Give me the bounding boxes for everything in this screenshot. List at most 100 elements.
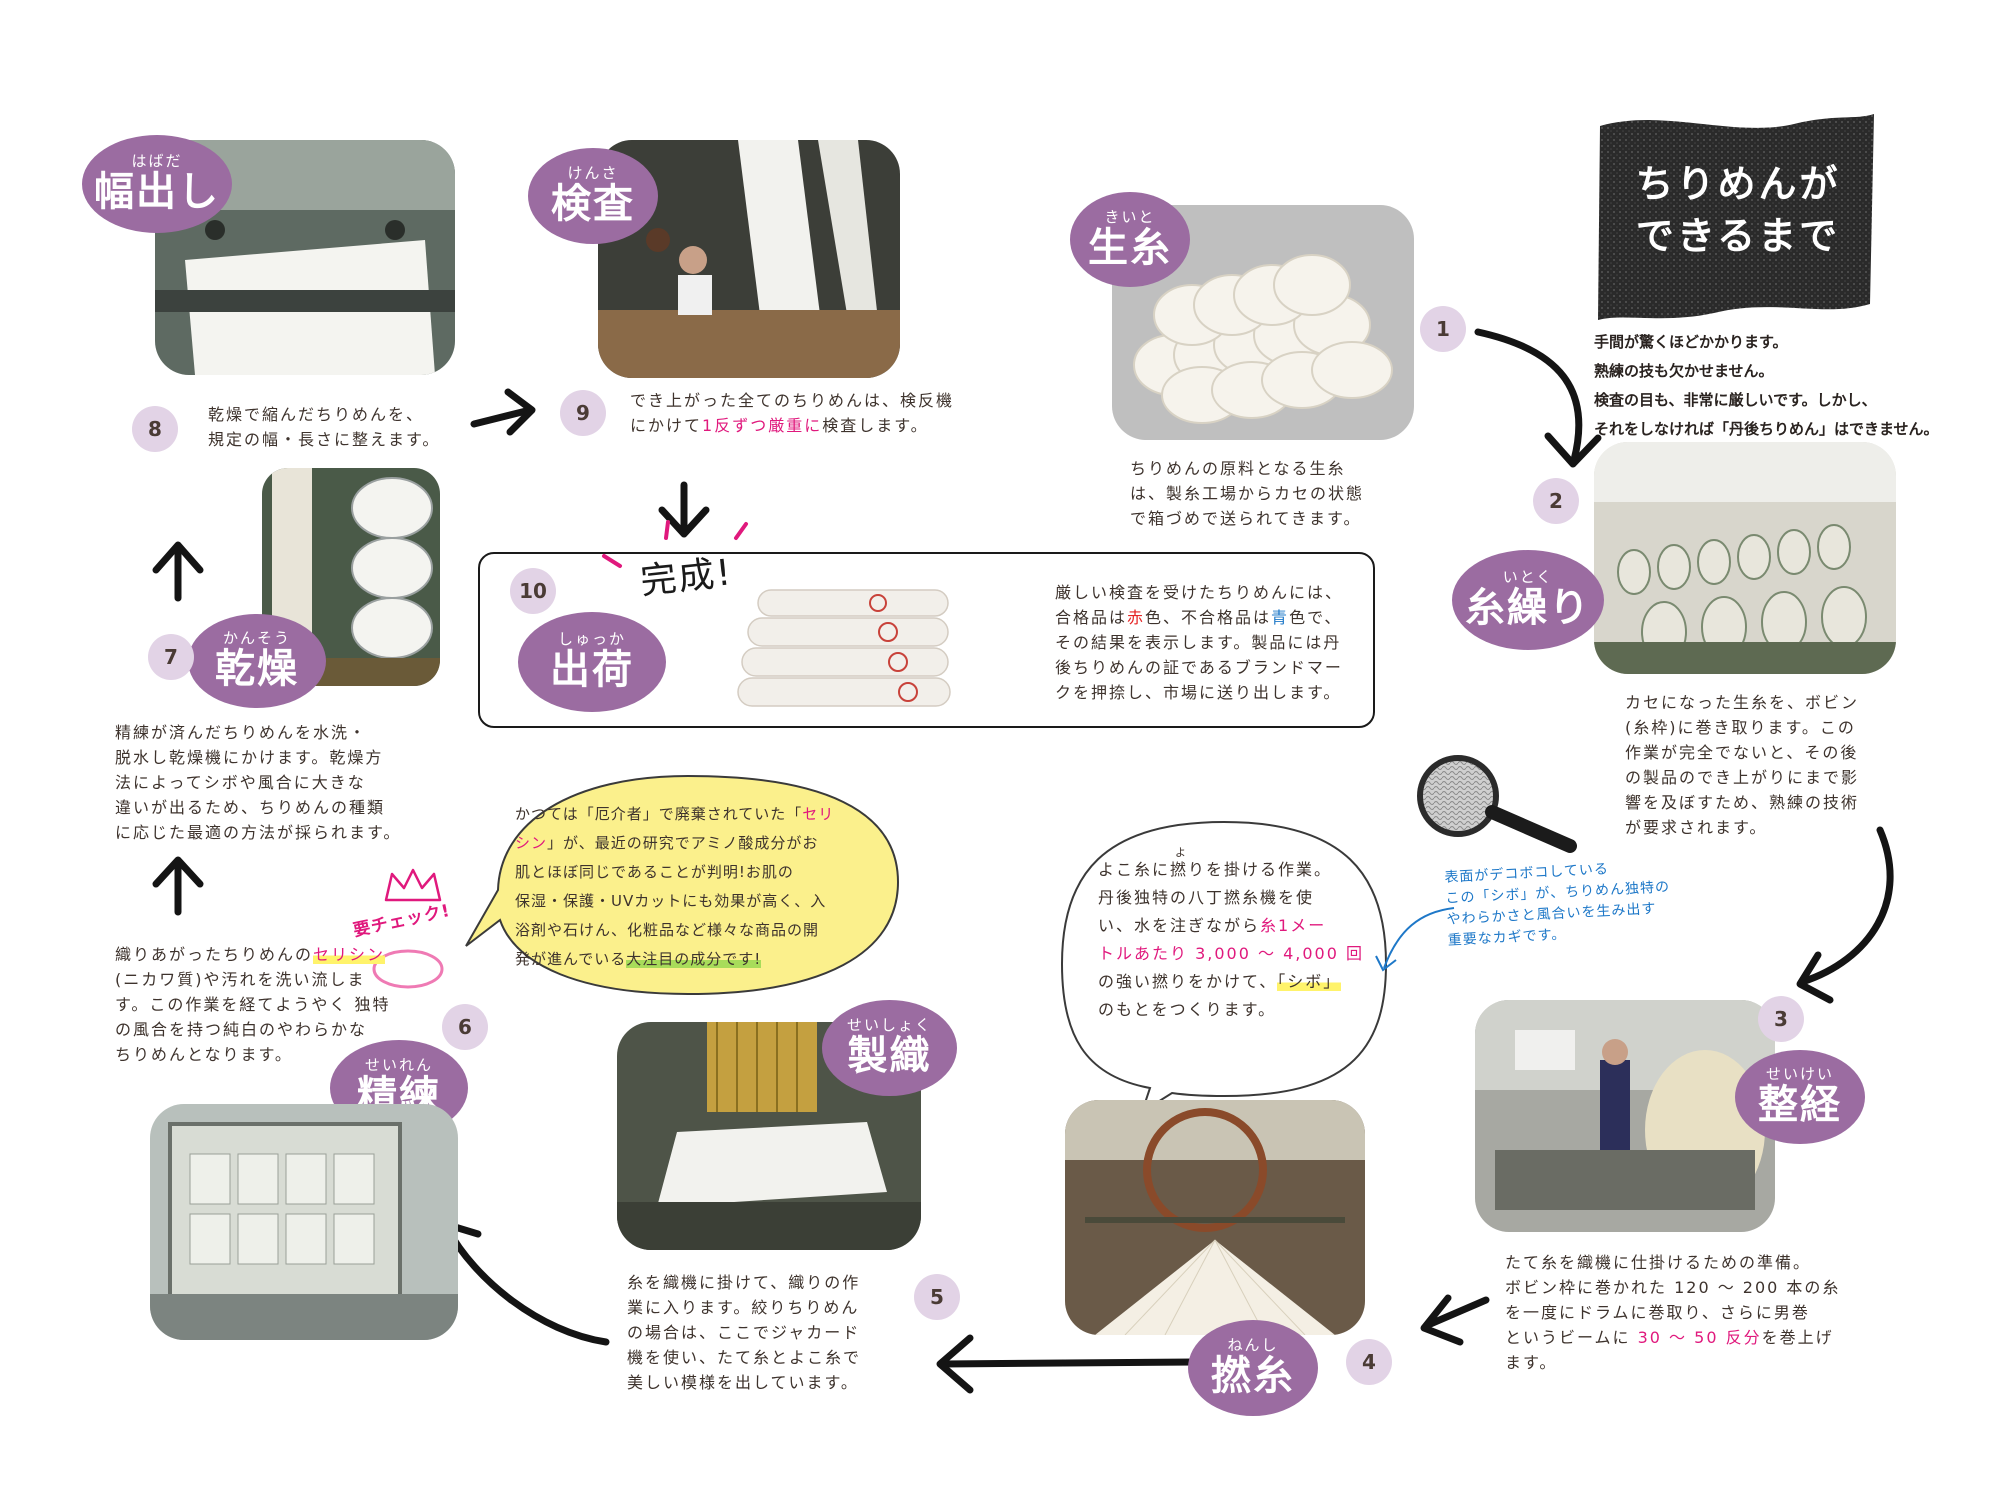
step-ruby: きいと <box>1104 207 1156 226</box>
desc-line: クを押捺し、市場に送り出します。 <box>1055 683 1342 702</box>
step-name: 生糸 <box>1088 223 1172 271</box>
desc-line: い、水を注ぎながら糸1メー <box>1098 912 1364 940</box>
arrow-head-6-to-7 <box>152 856 204 888</box>
step-label-inspection: けんさ 検査 <box>528 148 658 244</box>
step-number-1: 1 <box>1420 306 1466 352</box>
step-ruby: はばだ <box>131 152 183 170</box>
step-ruby: かんそう <box>222 629 291 647</box>
shipping-box <box>478 552 1375 728</box>
desc-text: よこ糸に <box>1098 860 1171 879</box>
step-ruby: せいしょく <box>846 1016 932 1034</box>
step-name: 製織 <box>847 1032 932 1079</box>
step-desc-scouring: 織りあがったちりめんのセリシン (ニカワ質)や汚れを洗い流しま す。この作業を経… <box>115 942 391 1067</box>
arrow-8-to-9 <box>470 406 534 428</box>
twist-bubble-text: よこ糸によ撚りを掛ける作業。 丹後独特の八丁撚糸機を使 い、水を注ぎながら糸1メ… <box>1098 846 1364 1024</box>
desc-line: 業に入ります。絞りちりめん <box>627 1298 860 1317</box>
desc-line: 美しい模様を出しています。 <box>627 1373 859 1392</box>
step-label-weaving: せいしょく 製織 <box>822 1000 957 1096</box>
desc-text: かつては「厄介者」で廃棄されていた「 <box>515 805 803 823</box>
desc-line: 乾燥で縮んだちりめんを、 <box>208 405 425 424</box>
shibo-note: 表面がデコボコしている この「シボ」が、ちりめん独特の やわらかさと風合いを生み… <box>1444 856 1673 952</box>
sparkle-marks <box>602 520 748 568</box>
arrow-head-1-to-2 <box>1544 432 1602 468</box>
step-name: 撚糸 <box>1211 1352 1295 1399</box>
arrow-head-3-to-4 <box>1420 1294 1464 1346</box>
desc-line: の場合は、ここでジャカード <box>627 1323 861 1342</box>
arrow-head-2-to-3 <box>1796 951 1834 1004</box>
step-desc-inspection: でき上がった全てのちりめんは、検反機 にかけて1反ずつ厳重に検査します。 <box>630 388 954 438</box>
desc-line: 作業が完全でないと、その後 <box>1625 743 1859 762</box>
step-desc-tentering: 乾燥で縮んだちりめんを、 規定の幅・長さに整えます。 <box>208 402 440 452</box>
desc-line: ちりめんの原料となる生糸 <box>1130 459 1346 478</box>
desc-line: 織りあがったちりめんのセリシン <box>115 942 391 967</box>
desc-text: を巻上げ <box>1761 1328 1834 1347</box>
highlight-sericin: セリ <box>802 805 835 823</box>
arrow-2-to-3 <box>1798 826 1894 986</box>
desc-line: シン」が、最近の研究でアミノ酸成分がお <box>515 829 834 858</box>
photo-product-rolls <box>728 570 968 710</box>
step-name: 整経 <box>1758 1081 1842 1128</box>
desc-line: (糸枠)に巻き取ります。この <box>1625 718 1856 737</box>
desc-text: 検査します。 <box>822 416 929 435</box>
step-desc-raw-silk: ちりめんの原料となる生糸 は、製糸工場からカセの状態 で箱づめで送られてきます。 <box>1130 456 1364 531</box>
desc-text: にかけて <box>630 416 703 435</box>
desc-text: い、水を注ぎながら <box>1098 916 1261 935</box>
desc-text: 」が、最近の研究でアミノ酸成分がお <box>547 834 819 852</box>
highlight-key-ingredient: 大注目の成分です! <box>626 950 762 968</box>
desc-line: を一度にドラムに巻取り、さらに男巻 <box>1505 1303 1810 1322</box>
step-number-2: 2 <box>1533 478 1579 524</box>
desc-line: その結果を表示します。製品には丹 <box>1055 633 1342 652</box>
step-ruby: せいけい <box>1765 1065 1834 1083</box>
crown-icon <box>384 868 442 902</box>
speech-bubble-sericin <box>465 774 900 996</box>
title-flag-background <box>1598 114 1874 320</box>
step-number-10: 10 <box>510 568 556 614</box>
desc-line: よこ糸によ撚りを掛ける作業。 <box>1098 846 1364 884</box>
desc-line: が要求されます。 <box>1625 818 1768 837</box>
kanji: 撚 <box>1170 860 1189 879</box>
desc-line: 規定の幅・長さに整えます。 <box>208 430 441 449</box>
desc-line: ます。 <box>1505 1353 1558 1372</box>
arrow-head-7-to-8 <box>152 541 204 574</box>
page-title-line1: ちりめんが <box>1635 162 1841 206</box>
desc-line: 後ちりめんの証であるブランドマー <box>1055 658 1343 677</box>
desc-text: の強い撚りをかけて、 <box>1098 972 1278 991</box>
desc-line: 法によってシボや風合に大きな <box>115 773 366 792</box>
step-number-3: 3 <box>1758 996 1804 1042</box>
step-desc-warping: たて糸を織機に仕掛けるための準備。 ボビン枠に巻かれた 120 ～ 200 本の… <box>1505 1250 1840 1375</box>
desc-line: 機を使い、たて糸とよこ糸で <box>627 1348 862 1367</box>
desc-line: 丹後独特の八丁撚糸機を使 <box>1098 888 1315 907</box>
desc-text: りを掛ける作業。 <box>1188 860 1333 879</box>
arrow-4-to-5 <box>938 1358 1199 1368</box>
step-desc-shipping: 厳しい検査を受けたちりめんには、 合格品は赤色、不合格品は青色で、 その結果を表… <box>1055 580 1343 705</box>
desc-line: 浴剤や石けん、化粧品など様々な商品の開 <box>515 921 820 939</box>
step-ruby: けんさ <box>567 164 619 182</box>
step-number-9: 9 <box>560 390 606 436</box>
step-name: 出荷 <box>550 646 634 693</box>
highlight-twist-count: 糸1メー <box>1260 916 1327 935</box>
desc-line: ボビン枠に巻かれた 120 ～ 200 本の糸 <box>1505 1278 1841 1297</box>
highlight-sericin: シン <box>515 834 548 852</box>
desc-line: たて糸を織機に仕掛けるための準備。 <box>1505 1253 1812 1272</box>
desc-text: 合格品は <box>1055 608 1128 627</box>
highlight-shibo: 「シボ」 <box>1277 972 1342 991</box>
step-desc-drying: 精練が済んだちりめんを水洗・ 脱水し乾燥機にかけます。乾燥方 法によってシボや風… <box>115 720 401 845</box>
step-name: 乾燥 <box>215 645 299 692</box>
desc-line: の強い撚りをかけて、「シボ」 <box>1098 968 1364 996</box>
red-label: 赤 <box>1127 608 1146 627</box>
desc-line: かつては「厄介者」で廃棄されていた「セリ <box>515 800 834 829</box>
step-desc-winding: カセになった生糸を、ボビン (糸枠)に巻き取ります。この 作業が完全でないと、そ… <box>1625 690 1859 840</box>
photo-warping <box>1475 1000 1775 1232</box>
desc-line: 厳しい検査を受けたちりめんには、 <box>1055 583 1344 602</box>
desc-line: 肌とほぼ同じであることが判明!お肌の <box>515 863 794 881</box>
desc-line: 保湿・保護・UVカットにも効果が高く、入 <box>515 892 827 910</box>
desc-line: というビームに 30 ～ 50 反分を巻上げ <box>1505 1325 1840 1350</box>
desc-line: (ニカワ質)や汚れを洗い流しま <box>115 970 366 989</box>
photo-inspection <box>598 140 900 378</box>
highlight-tan-count: 30 ～ 50 反分 <box>1637 1328 1762 1347</box>
desc-line: 脱水し乾燥機にかけます。乾燥方 <box>115 748 384 767</box>
desc-line: の風合を持つ純白のやわらかな <box>115 1020 368 1039</box>
step-ruby: ねんし <box>1227 1336 1279 1354</box>
step-label-twisting: ねんし 撚糸 <box>1188 1320 1318 1416</box>
desc-text: 織りあがったちりめんの <box>115 945 314 964</box>
